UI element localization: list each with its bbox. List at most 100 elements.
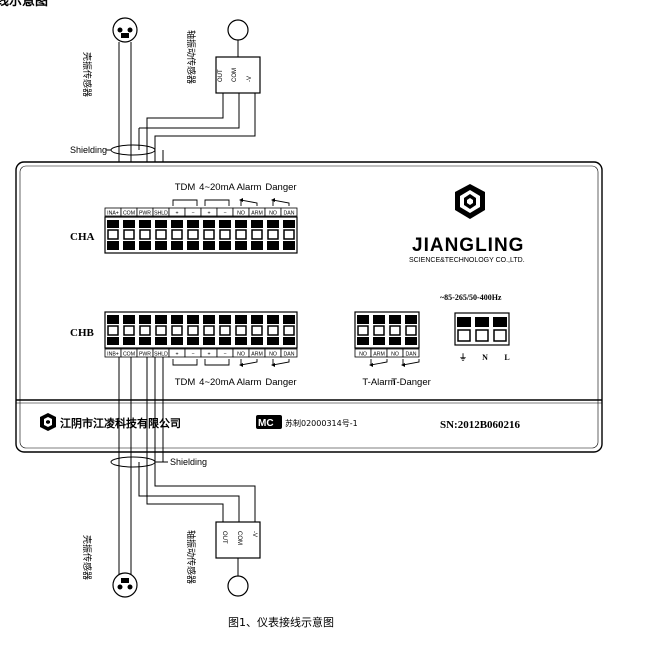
shaft-sensor-label-bottom: 轴振动传感器: [185, 530, 197, 584]
shaft-pin-com-top: COM: [232, 68, 238, 82]
company-logo-icon: [40, 413, 56, 431]
shell-sensor-top: [112, 17, 138, 43]
screw-top: [187, 220, 199, 228]
heading: 线示意图: [0, 0, 48, 9]
shaft-pin-out-top: OUT: [218, 69, 224, 82]
screw-top: [155, 337, 167, 345]
t-relay-label: T-Danger: [391, 377, 431, 388]
power-label: ~85-265/50-400Hz: [440, 293, 502, 302]
screw-top: [283, 337, 295, 345]
power-terminal-label: L: [504, 353, 509, 362]
brand-name: JIANGLING: [412, 235, 524, 256]
figure-caption: 图1、仪表接线示意图: [228, 615, 334, 629]
screw-top: [187, 337, 199, 345]
screw-top: [235, 220, 247, 228]
screw-top: [219, 220, 231, 228]
terminal-label: INA+: [107, 210, 119, 216]
screw-top: [251, 337, 263, 345]
t-relay-label: T-Alarm: [362, 377, 395, 388]
screw-bottom: [357, 315, 369, 324]
brand-subtitle: SCIENCE&TECHNOLOGY CO.,LTD.: [409, 257, 525, 264]
shaft-pin-v-bottom: -V: [251, 531, 257, 537]
terminal-label: −: [191, 351, 194, 357]
terminal-label: PWR: [139, 351, 151, 357]
terminal-label: COM: [123, 210, 135, 216]
screw-top: [107, 220, 119, 228]
terminal-label: NO: [269, 210, 277, 216]
group-label: TDM: [175, 182, 196, 193]
cha-label: CHA: [70, 231, 95, 243]
shaft-sensor-label-top: 轴振动传感器: [185, 30, 197, 84]
top-sensors: 壳振传感器 OUT COM -V 轴振动传感器 Shielding: [70, 17, 261, 208]
cert-number: 苏制02000314号-1: [285, 418, 358, 428]
screw-bottom: [267, 315, 279, 324]
group-label: Alarm: [237, 182, 262, 193]
screw-bottom: [251, 315, 263, 324]
screw-top: [123, 337, 135, 345]
terminal-label: DAN: [284, 351, 295, 357]
screw-top: [155, 220, 167, 228]
terminal-label: ARM: [251, 210, 263, 216]
terminal-label: +: [175, 351, 178, 357]
screw-bottom: [267, 241, 279, 250]
group-label: 4~20mA: [199, 182, 235, 193]
jiangling-logo: [455, 184, 485, 219]
shielding-ellipse-bottom: [110, 456, 156, 468]
screw-bottom: [123, 241, 135, 250]
terminal-label: INB+: [107, 351, 119, 357]
screw-bottom: [283, 315, 295, 324]
group-label: Danger: [265, 182, 296, 193]
shell-sensor-bottom: [112, 572, 138, 598]
shaft-pin-v-top: -V: [247, 76, 253, 82]
screw-top: [283, 220, 295, 228]
shaft-sensor-top: OUT COM -V: [215, 19, 261, 94]
terminal-label: NO: [269, 351, 277, 357]
terminal-label: −: [191, 210, 194, 216]
company-name: 江阴市江凌科技有限公司: [60, 416, 181, 430]
screw-bottom: [251, 241, 263, 250]
screw-top: [203, 220, 215, 228]
screw-bottom: [389, 315, 401, 324]
terminal-label: SHLD: [154, 351, 168, 357]
screw-bottom: [171, 315, 183, 324]
screw-top: [373, 337, 385, 345]
screw-top: [203, 337, 215, 345]
screw-top: [389, 337, 401, 345]
screw-top: [357, 337, 369, 345]
screw-top: [235, 337, 247, 345]
bottom-sensors: Shielding OUT COM -V 轴振动传感器 壳振传感器: [81, 357, 261, 598]
terminal-label: DAN: [284, 210, 295, 216]
group-label: TDM: [175, 377, 196, 388]
shaft-pin-com-bottom: COM: [236, 531, 242, 545]
power-terminal-label: ⏚: [459, 353, 467, 362]
svg-text:MC: MC: [258, 418, 274, 429]
shaft-sensor-bottom: OUT COM -V: [215, 521, 261, 597]
screw-bottom: [283, 241, 295, 250]
screw-bottom: [373, 315, 385, 324]
terminal-label: COM: [123, 351, 135, 357]
screw-bottom: [219, 241, 231, 250]
screw-top: [267, 220, 279, 228]
group-label: Danger: [265, 377, 296, 388]
chb-label: CHB: [70, 327, 95, 339]
terminal-label: PWR: [139, 210, 151, 216]
screw-bottom: [139, 241, 151, 250]
screw-top: [171, 220, 183, 228]
screw-top: [107, 337, 119, 345]
screw-bottom: [107, 241, 119, 250]
screw-bottom: [203, 241, 215, 250]
terminal-label: SHLD: [154, 210, 168, 216]
screw-bottom: [155, 241, 167, 250]
shaft-pin-out-bottom: OUT: [221, 531, 227, 544]
terminal-label: +: [207, 210, 210, 216]
screw-bottom: [123, 315, 135, 324]
group-label: Alarm: [237, 377, 262, 388]
shell-sensor-label-top: 壳振传感器: [81, 52, 93, 97]
screw-bottom: [155, 315, 167, 324]
terminal-label: NO: [391, 351, 399, 357]
